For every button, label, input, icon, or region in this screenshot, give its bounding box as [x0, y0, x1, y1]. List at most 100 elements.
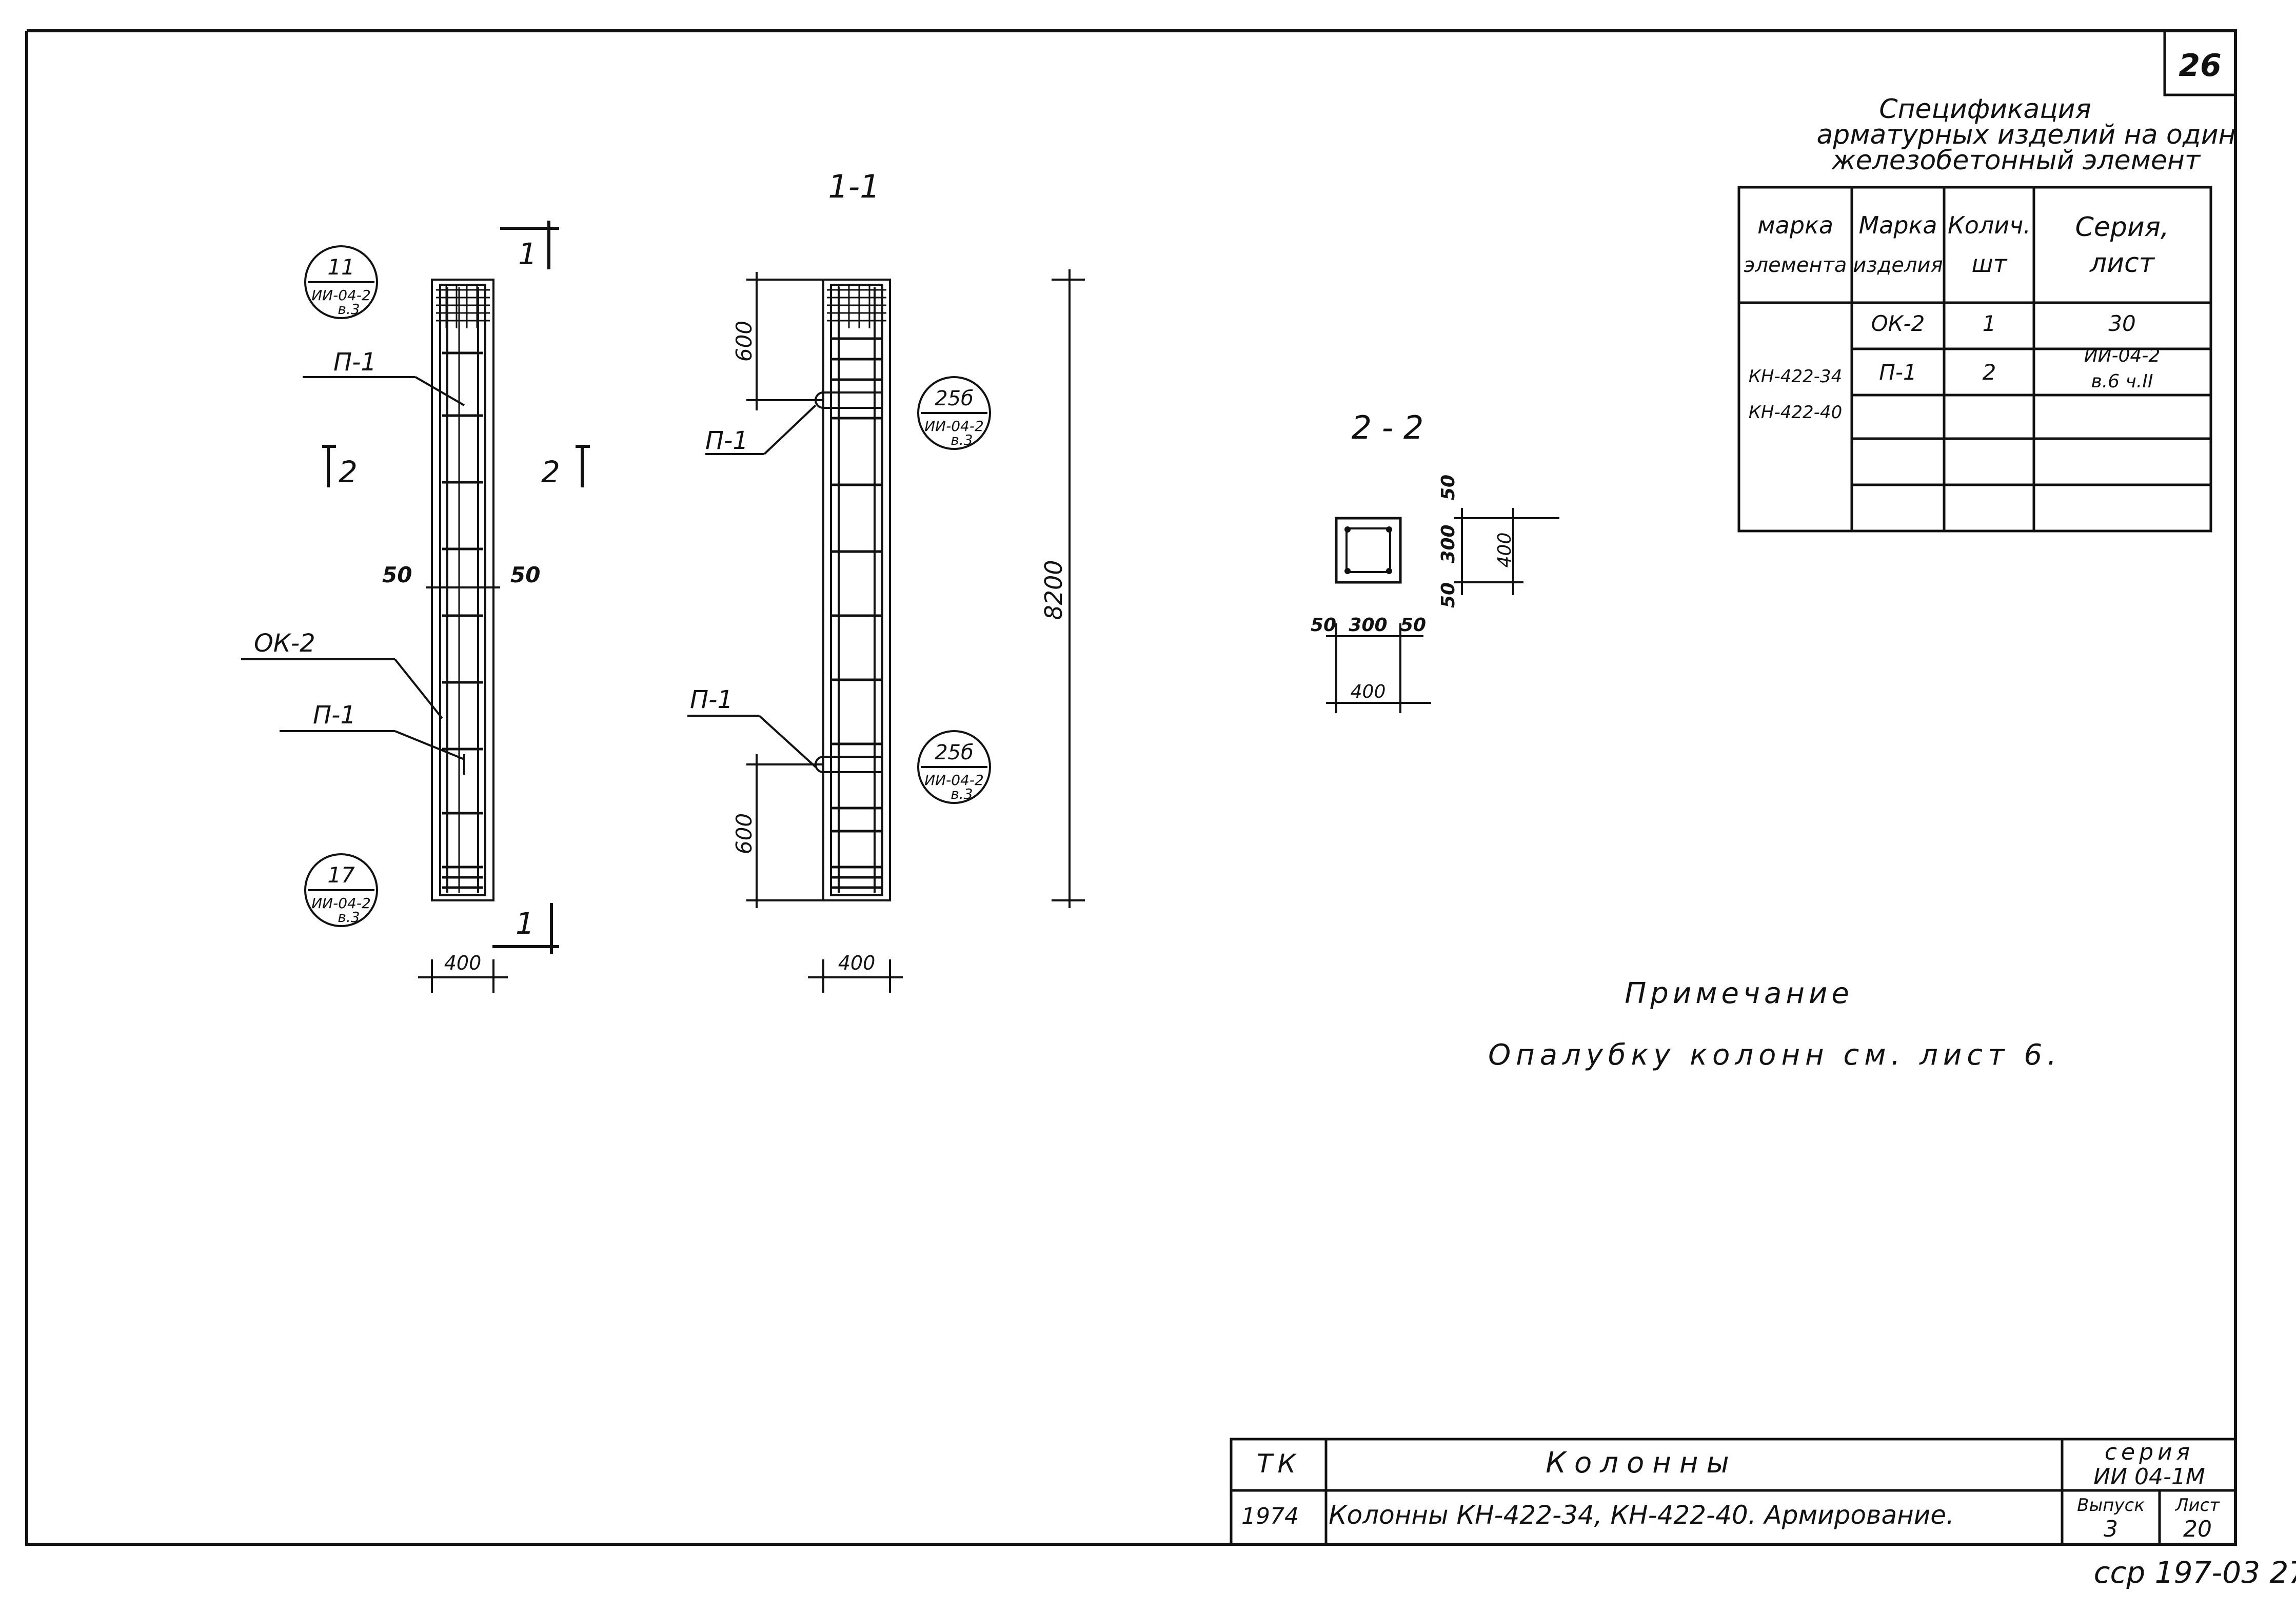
bubble-17: 17 ИИ-04-2 в.3	[304, 853, 378, 927]
corner-bars	[1344, 526, 1392, 574]
section-1-1-stirrups	[832, 337, 881, 889]
spec-col4-head-b: лист	[2089, 248, 2155, 279]
cut-2-right	[576, 445, 590, 487]
cut-1-bottom	[492, 903, 559, 954]
note-text: Опалубку колонн см. лист 6.	[1488, 1038, 2062, 1072]
sheet-number-box: 26	[2163, 29, 2237, 96]
section-1-1: 1-1	[687, 168, 1085, 993]
cut-mark-1-top: 1	[518, 237, 537, 271]
dim-400-section: 400	[838, 952, 876, 974]
spec-row1-series: 30	[2108, 311, 2135, 336]
bubble-11-mid: ИИ-04-2	[311, 287, 371, 304]
bubble-11: 11 ИИ-04-2 в.3	[304, 245, 378, 319]
section-2-2: 2 - 2 50 300 50 400 50 300 50 400	[1311, 409, 1559, 713]
title-block-grid	[1230, 1438, 2237, 1546]
dim-400-2-2-horizontal: 400	[1351, 681, 1386, 702]
dim-50-left: 50	[382, 562, 412, 587]
bubble-17-bot: в.3	[338, 909, 360, 926]
cut-1-top	[500, 221, 559, 269]
title-sheet-value: 20	[2183, 1516, 2212, 1542]
sheet-number: 26	[2179, 48, 2222, 84]
title-sheet-label: Лист	[2174, 1495, 2220, 1516]
loops	[815, 391, 882, 773]
bubble-25b-top-bot: в.3	[951, 431, 973, 448]
spec-row2-series-a: ИИ-04-2	[2084, 345, 2161, 366]
spec-col2-head-a: Марка	[1858, 211, 1937, 239]
section-1-1-title: 1-1	[828, 168, 880, 205]
top-mesh	[436, 285, 490, 328]
spec-element-1: КН-422-34	[1749, 366, 1842, 387]
bubble-17-mid: ИИ-04-2	[311, 895, 371, 912]
column-elevation: 1 1 2 2 П-1 ОК-2 П-1 50 5	[241, 221, 590, 993]
label-p1-bottom: П-1	[313, 701, 356, 730]
spec-col3-head-a: Колич.	[1948, 211, 2031, 239]
section-1-1-outline	[822, 279, 891, 901]
section-2-2-dim-lines	[1326, 508, 1559, 713]
spec-col2-head-b: изделия	[1853, 253, 1943, 277]
cut-mark-2-right: 2	[541, 455, 560, 489]
cross-section	[1335, 517, 1402, 584]
spec-row2-qty: 2	[1983, 360, 1996, 385]
title-issue-label: Выпуск	[2077, 1495, 2145, 1516]
bubble-17-top: 17	[327, 862, 355, 888]
leaders-left	[241, 376, 500, 775]
spec-col1-head-a: марка	[1757, 211, 1833, 239]
label-p1-section-top: П-1	[705, 426, 748, 455]
title-name: Колонны	[1546, 1446, 1737, 1480]
spec-row1-item: ОК-2	[1871, 311, 1925, 336]
note-title: Примечание	[1625, 977, 1853, 1010]
dim-50-2-2-left: 50	[1311, 615, 1336, 636]
cut-mark-2-left: 2	[339, 455, 358, 489]
label-p1-top: П-1	[333, 348, 377, 377]
dim-50-2-2-right: 50	[1400, 615, 1426, 636]
spec-row1-qty: 1	[1983, 311, 1996, 336]
title-block: ТК 1974 Колонны Колонны КН-422-34, КН-42…	[1230, 1438, 2237, 1546]
dim-400-left: 400	[444, 952, 482, 974]
dim-50-2-2-top: 50	[1438, 475, 1459, 500]
bubble-11-bot: в.3	[338, 301, 360, 318]
spec-col4-head-a: Серия,	[2075, 212, 2169, 243]
section-1-1-dim-lines	[687, 269, 1085, 993]
title-description: Колонны КН-422-34, КН-422-40. Армировани…	[1329, 1500, 1954, 1530]
spec-col1-head-b: элемента	[1744, 253, 1847, 277]
bubble-11-top: 11	[327, 254, 354, 280]
title-series-value: ИИ 04-1М	[2093, 1464, 2205, 1490]
label-ok2: ОК-2	[254, 629, 315, 658]
title-year: 1974	[1241, 1503, 1299, 1529]
spec-col3-head-b: шт	[1972, 250, 2008, 278]
bubble-25b-bottom-bot: в.3	[951, 785, 973, 802]
bubble-25b-top-mid: ИИ-04-2	[924, 418, 984, 435]
section-2-2-title: 2 - 2	[1352, 409, 1424, 446]
spec-row2-series-b: в.6 ч.II	[2091, 371, 2153, 392]
dim-400-2-2-vertical: 400	[1494, 533, 1515, 568]
bubble-25b-bottom-mid: ИИ-04-2	[924, 772, 984, 789]
bubble-25b-top-top: 25б	[935, 387, 974, 410]
archive-stamp: сср 197-03 27	[2094, 1555, 2296, 1590]
spec-table-grid	[1737, 186, 2212, 533]
stirrups	[442, 351, 483, 889]
spec-element-2: КН-422-40	[1749, 402, 1842, 423]
title-issue-value: 3	[2104, 1516, 2118, 1542]
dim-50-right: 50	[510, 562, 540, 587]
section-1-1-top-mesh	[827, 285, 886, 328]
dim-50-2-2-bottom: 50	[1438, 582, 1459, 608]
cut-2-left	[322, 445, 336, 487]
dim-600-bottom: 600	[731, 813, 757, 854]
spec-row2-item: П-1	[1879, 360, 1916, 385]
dim-8200: 8200	[1040, 560, 1067, 620]
dim-600-top: 600	[731, 321, 757, 362]
dim-300-2-2: 300	[1349, 615, 1387, 636]
spec-title-2: арматурных изделий на один	[1816, 120, 2235, 150]
column-outline	[431, 279, 494, 901]
bubble-25b-bottom-top: 25б	[935, 741, 974, 764]
label-p1-section-bottom: П-1	[690, 685, 733, 714]
dim-300-2-2-vertical: 300	[1438, 524, 1459, 563]
spec-title-3: железобетонный элемент	[1831, 145, 2201, 176]
bubble-25b-bottom: 25б ИИ-04-2 в.3	[917, 730, 991, 804]
cut-mark-1-bottom: 1	[516, 906, 535, 941]
title-series-label: серия	[2105, 1439, 2194, 1465]
dim-400-left-lines	[418, 959, 508, 993]
note: Примечание Опалубку колонн см. лист 6.	[1488, 977, 2062, 1072]
specification: Спецификация арматурных изделий на один …	[1737, 94, 2236, 533]
